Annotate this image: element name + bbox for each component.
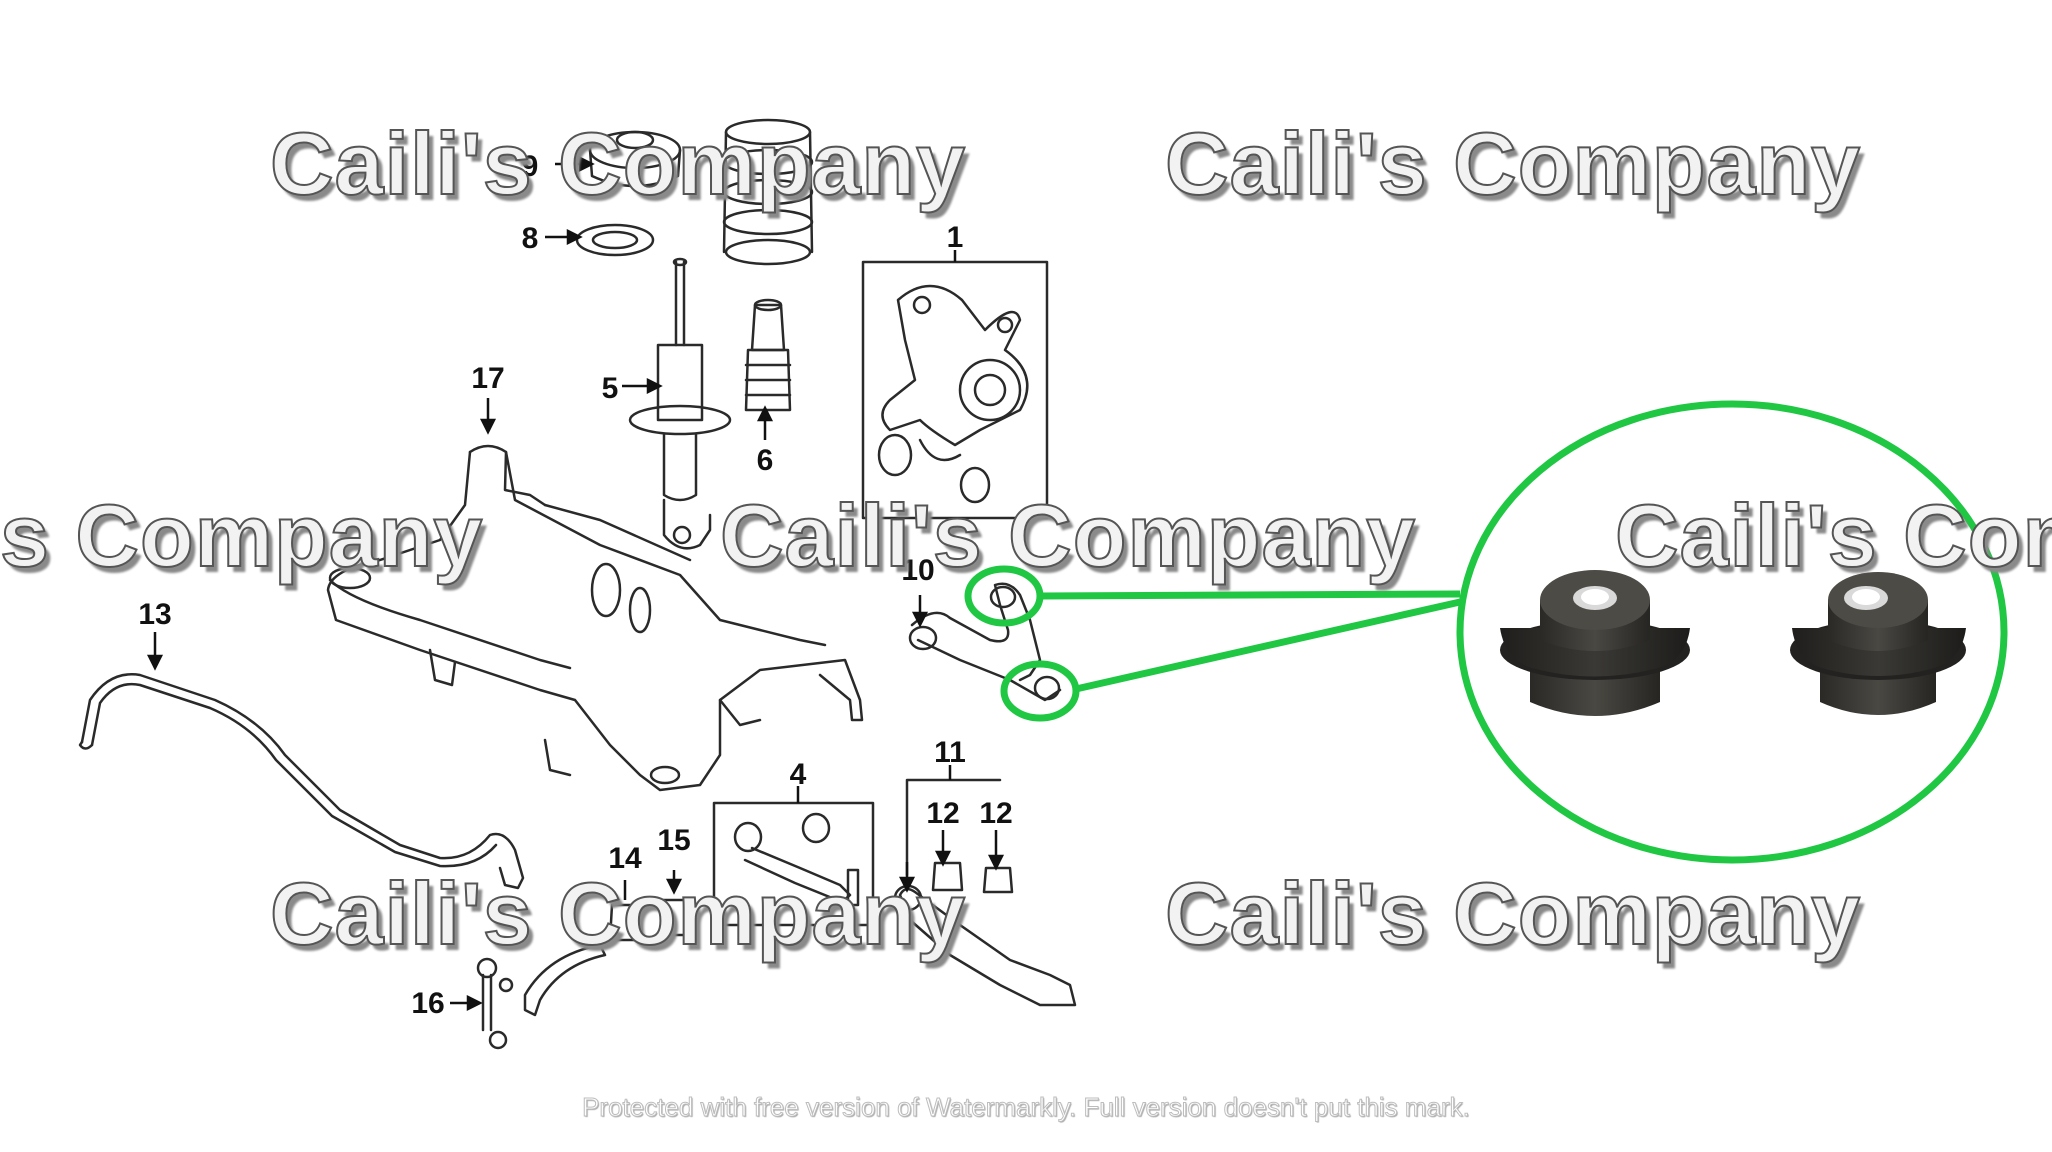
callout-9: 9 [522, 150, 539, 183]
callout-13: 13 [138, 598, 171, 631]
watermark-text-partial: s Company [0, 486, 484, 585]
bump-stop-part [744, 298, 792, 412]
watermark-text: Caili's Company [719, 486, 1417, 585]
rear-subframe-part [326, 444, 864, 792]
bushing-left-icon [1500, 570, 1690, 716]
knuckle-part [861, 260, 1049, 520]
callout-1: 1 [947, 221, 964, 254]
watermark-text: Caili's Company [1164, 114, 1862, 213]
callout-15: 15 [657, 824, 690, 857]
strut-mount-part [588, 130, 682, 188]
callout-6: 6 [757, 444, 774, 477]
highlight-callout [964, 400, 2008, 864]
lateral-link-part [712, 801, 875, 927]
callout-5: 5 [602, 372, 619, 405]
callout-12-a: 12 [926, 797, 959, 830]
coil-spring-part [722, 118, 814, 266]
callout-4: 4 [790, 758, 807, 791]
callout-14: 14 [608, 842, 642, 875]
watermark-text: Caili's Company [1164, 864, 1862, 963]
callout-17: 17 [471, 362, 504, 395]
lower-control-arm-part [893, 778, 1077, 1007]
callout-10: 10 [901, 554, 934, 587]
stabilizer-link-part [476, 943, 607, 1050]
watermark-text-partial: Caili's Comp [1614, 486, 2052, 585]
spring-seat-ring-part [575, 223, 655, 257]
watermark-text: Caili's Company [269, 114, 967, 213]
bushing-right-icon [1790, 572, 1966, 715]
watermark-text: Caili's Company [269, 864, 967, 963]
stabilizer-bar-part [78, 673, 525, 890]
shock-absorber-part [628, 257, 732, 550]
bushing-photo [1500, 570, 1966, 716]
callout-8: 8 [522, 222, 539, 255]
callout-16: 16 [411, 987, 444, 1020]
callout-11: 11 [934, 736, 966, 769]
watermarkly-notice: Protected with free version of Watermark… [582, 1092, 1471, 1123]
stabilizer-bushing-part [608, 898, 694, 942]
callout-12-b: 12 [979, 797, 1012, 830]
